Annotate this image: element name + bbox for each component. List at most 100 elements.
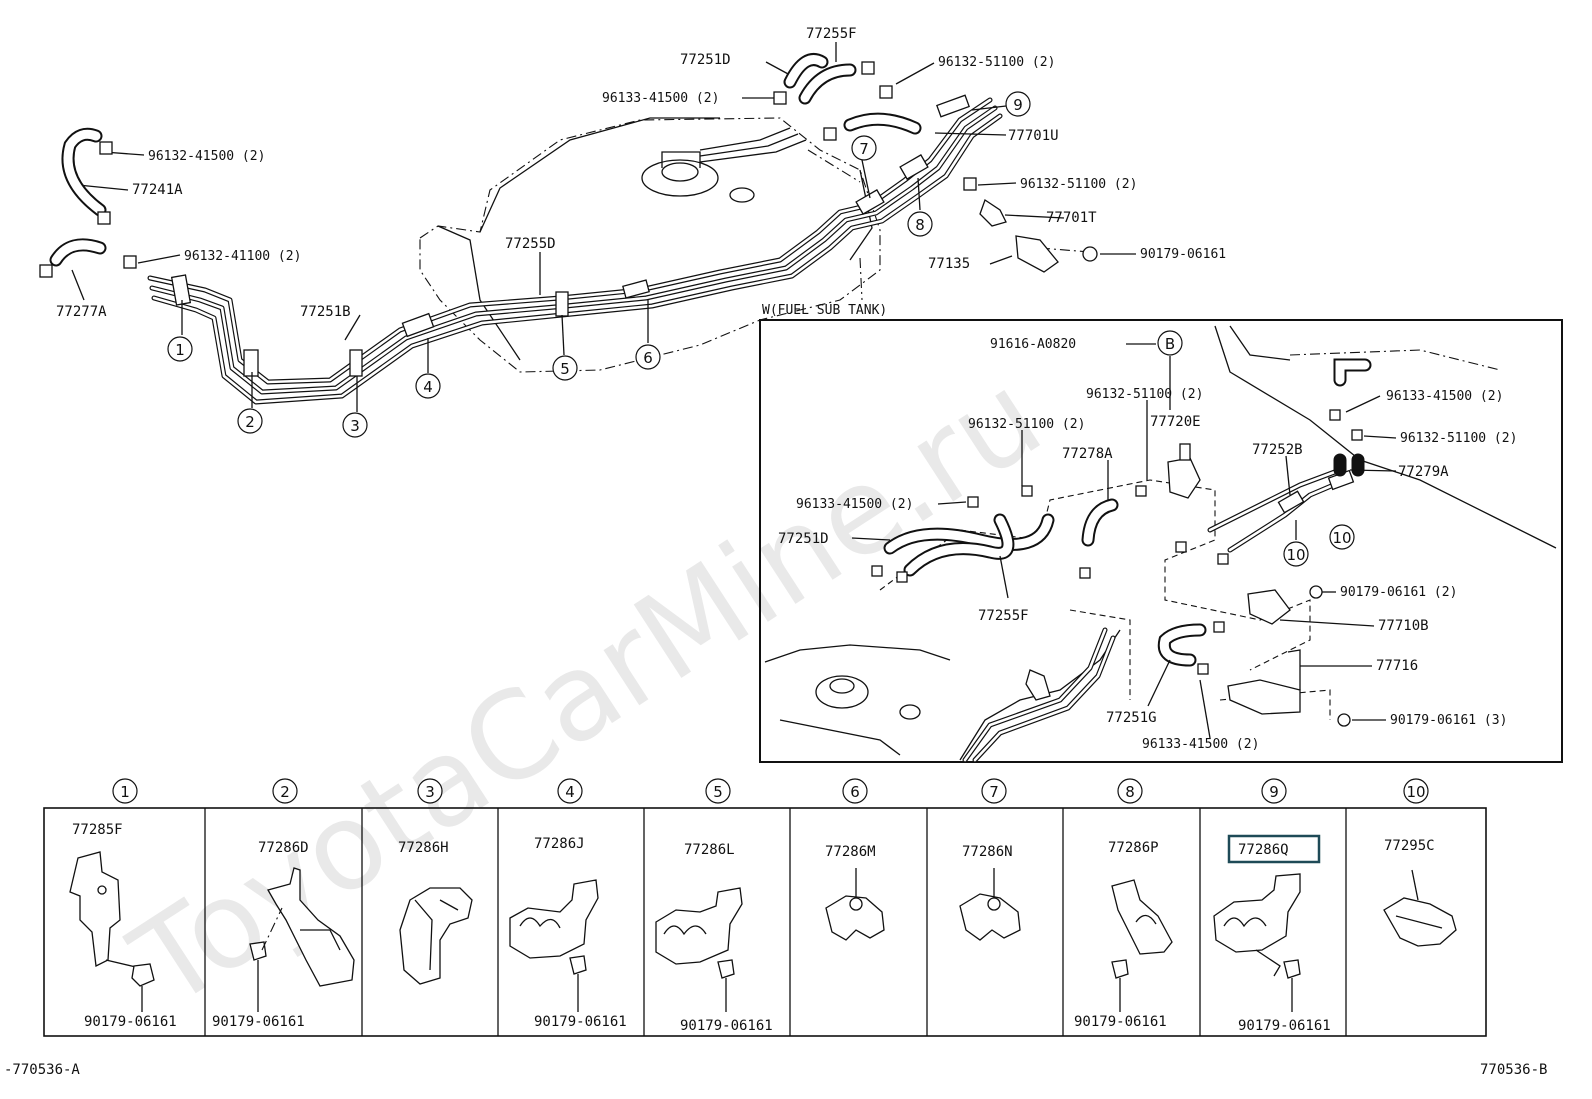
clamp-col-7: 7 77286N (959, 778, 1021, 941)
clamp-bolt-8: 90179-06161 (1074, 1014, 1167, 1030)
marker-1: 1 (175, 341, 185, 359)
label-96132-51100-l: 96132-51100 (2) (968, 417, 1085, 432)
label-77701U: 77701U (1008, 128, 1059, 144)
marker-8: 8 (915, 216, 925, 234)
main-fuel-lines (147, 94, 1003, 405)
highlight-77286Q (1227, 834, 1321, 864)
clamp-col-5: 5 77286L 90179-06161 (655, 778, 773, 1034)
svg-text:10: 10 (1406, 783, 1425, 801)
clamp-part-77285F: 77285F (72, 822, 123, 838)
clamp-part-77286J: 77286J (534, 836, 585, 852)
clamp-table: 1 77285F 90179-06161 2 77286D 90179-0616… (43, 778, 1487, 1037)
vsv-77710B (1247, 589, 1291, 625)
label-90179-06161-2: 90179-06161 (2) (1340, 585, 1457, 600)
clamp-col-9: 9 77286Q 90179-06161 (1213, 778, 1331, 1034)
bracket-77716 (1227, 679, 1301, 715)
label-77251G: 77251G (1106, 710, 1157, 726)
label-77710B: 77710B (1378, 618, 1429, 634)
label-96133-41500-top: 96133-41500 (2) (602, 91, 719, 106)
label-77701T: 77701T (1046, 210, 1097, 226)
marker-7: 7 (859, 140, 869, 158)
label-77255D: 77255D (505, 236, 556, 252)
clamp-bolt-5: 90179-06161 (680, 1018, 773, 1034)
label-96132-51100-top: 96132-51100 (2) (938, 55, 1055, 70)
svg-text:3: 3 (425, 783, 435, 801)
label-77251B: 77251B (300, 304, 351, 320)
label-77251D: 77251D (680, 52, 731, 68)
watermark: ToyotaCarMine.ru (109, 347, 1065, 1035)
label-96132-51100-r: 96132-51100 (2) (1400, 431, 1517, 446)
inset-marker-10b: 10 (1332, 529, 1351, 547)
clamp-col-6: 6 77286M (825, 778, 885, 941)
label-77716: 77716 (1376, 658, 1418, 674)
inset-marker-10a: 10 (1286, 546, 1305, 564)
bracket-77135 (1015, 235, 1059, 273)
clamp-part-77286D: 77286D (258, 840, 309, 856)
marker-4: 4 (423, 378, 433, 396)
clamp-part-77286Q: 77286Q (1238, 842, 1289, 858)
sender-gauge-ring (641, 159, 719, 197)
label-96133-41500-r: 96133-41500 (2) (1386, 389, 1503, 404)
clamp-part-77286H: 77286H (398, 840, 449, 856)
label-77255F: 77255F (806, 26, 857, 42)
marker-3: 3 (350, 417, 360, 435)
clamp-col-8: 8 77286P 90179-06161 (1074, 778, 1173, 1030)
vsv-77720E (1167, 457, 1201, 499)
clamp-part-77295C: 77295C (1384, 838, 1435, 854)
clamp-part-77286P: 77286P (1108, 840, 1159, 856)
label-90179-06161-top: 90179-06161 (1140, 247, 1226, 262)
svg-text:6: 6 (850, 783, 860, 801)
svg-text:1: 1 (120, 783, 130, 801)
clamp-part-77286M: 77286M (825, 844, 876, 860)
marker-b: B (1165, 335, 1175, 353)
footer-code-right: 770536-B (1480, 1062, 1547, 1078)
svg-text:7: 7 (989, 783, 999, 801)
label-77241A: 77241A (132, 182, 183, 198)
clamp-col-10: 10 77295C (1383, 778, 1457, 947)
main-labels: 77255F 77251D 96133-41500 (2) 96132-5110… (56, 26, 1226, 320)
footer-code-left: -770536-A (4, 1062, 80, 1078)
label-77278A: 77278A (1062, 446, 1113, 462)
clamp-bolt-2: 90179-06161 (212, 1014, 305, 1030)
label-96133-41500-l: 96133-41500 (2) (796, 497, 913, 512)
label-91616-A0820: 91616-A0820 (990, 337, 1076, 352)
svg-text:8: 8 (1125, 783, 1135, 801)
label-77251D-inset: 77251D (778, 531, 829, 547)
inset-frame (759, 319, 1563, 763)
label-77277A: 77277A (56, 304, 107, 320)
check-valve-77701T (979, 198, 1007, 227)
inset-title: W(FUEL SUB TANK) (762, 303, 887, 318)
clamp-col-2: 2 77286D 90179-06161 (212, 778, 355, 1030)
clamp-col-4: 4 77286J 90179-06161 (509, 778, 627, 1030)
clamp-col-1: 1 77285F 90179-06161 (69, 778, 177, 1030)
label-77135: 77135 (928, 256, 970, 272)
label-96132-41100: 96132-41100 (2) (184, 249, 301, 264)
label-96133-41500-b: 96133-41500 (2) (1142, 737, 1259, 752)
clamp-bolt-9: 90179-06161 (1238, 1018, 1331, 1034)
main-hoses (39, 53, 1098, 278)
svg-text:5: 5 (713, 783, 723, 801)
clamp-col-3: 3 77286H (398, 778, 473, 985)
main-leaders (71, 42, 1136, 412)
clamp-bolt-1: 90179-06161 (84, 1014, 177, 1030)
inset-fuel-sub-tank: W(FUEL SUB TANK) (759, 303, 1563, 763)
label-96132-51100-a: 96132-51100 (2) (1086, 387, 1203, 402)
marker-2: 2 (245, 413, 255, 431)
clamp-bolt-4: 90179-06161 (534, 1014, 627, 1030)
svg-text:9: 9 (1269, 783, 1279, 801)
label-96132-41500: 96132-41500 (2) (148, 149, 265, 164)
inset-labels: 91616-A0820 B 96132-51100 (2) 77720E 961… (778, 330, 1517, 752)
svg-text:2: 2 (280, 783, 290, 801)
fuel-tank-drawing (419, 117, 881, 373)
marker-9: 9 (1013, 96, 1023, 114)
marker-6: 6 (643, 349, 653, 367)
svg-text:4: 4 (565, 783, 575, 801)
label-96132-51100-mid: 96132-51100 (2) (1020, 177, 1137, 192)
marker-5: 5 (560, 360, 570, 378)
label-77279A: 77279A (1398, 464, 1449, 480)
label-90179-06161-3: 90179-06161 (3) (1390, 713, 1507, 728)
clamp-part-77286N: 77286N (962, 844, 1013, 860)
main-circled-markers: 1 2 3 4 5 6 7 8 9 (167, 91, 1031, 438)
label-77252B: 77252B (1252, 442, 1303, 458)
